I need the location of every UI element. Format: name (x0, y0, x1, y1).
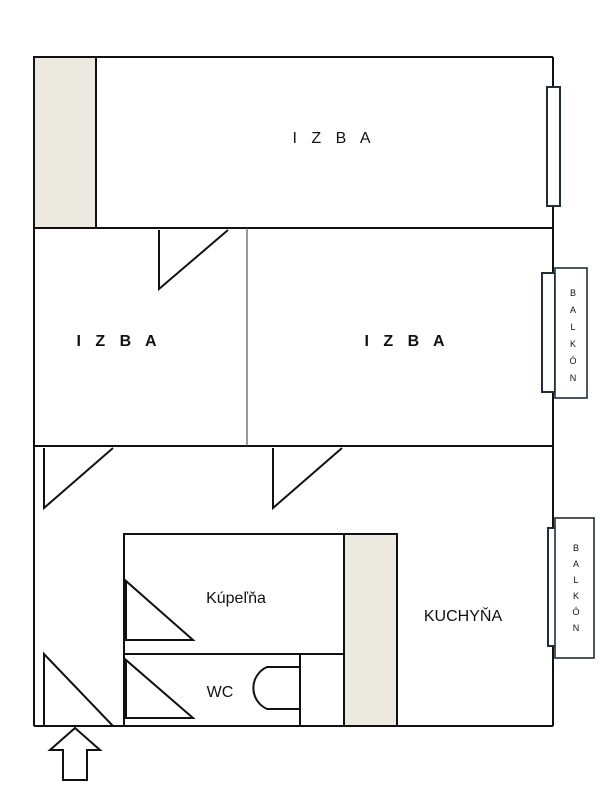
balcony-lower-letter: K (573, 591, 579, 601)
balcony-upper (554, 267, 588, 399)
window-izba-top (546, 86, 561, 207)
outer-walls (33, 56, 554, 727)
door-hall-right (272, 447, 343, 511)
wc-cistern (299, 653, 345, 727)
room-label-izba-top: I Z B A (292, 130, 375, 147)
built-in-wardrobe (33, 56, 97, 229)
door-entrance (43, 651, 116, 727)
installation-shaft (343, 533, 398, 727)
doors (43, 229, 343, 727)
interior-walls (34, 227, 553, 727)
door-kupelna (125, 578, 196, 641)
balcony-upper-letter: N (570, 373, 577, 383)
room-label-kupelna: Kúpeľňa (206, 590, 266, 607)
room-label-izba-right: I Z B A (364, 333, 449, 350)
window-izba-right (541, 272, 556, 393)
door-izba-left (158, 229, 229, 292)
balcony-lower-letter: Ó (572, 607, 579, 617)
balcony-upper-letter: Ó (569, 356, 576, 366)
door-wc (125, 657, 196, 719)
balcony-lower (554, 517, 595, 659)
room-label-kuchyna: KUCHYŇA (424, 606, 503, 625)
balcony-upper-letter: K (570, 339, 576, 349)
toilet-bowl (252, 666, 300, 710)
balcony-lower-letter: A (573, 559, 579, 569)
balcony-upper-letter: B (570, 288, 576, 298)
balcony-lower-letter: N (573, 623, 580, 633)
entrance-arrow-icon (47, 726, 103, 781)
room-label-izba-left: I Z B A (76, 333, 161, 350)
door-hall-left (43, 447, 114, 511)
balcony-lower-letter: B (573, 543, 579, 553)
balcony-lower-letter: L (573, 575, 578, 585)
balcony-upper-letter: A (570, 305, 576, 315)
room-label-wc: WC (207, 684, 234, 701)
balcony-upper-letter: L (570, 322, 575, 332)
